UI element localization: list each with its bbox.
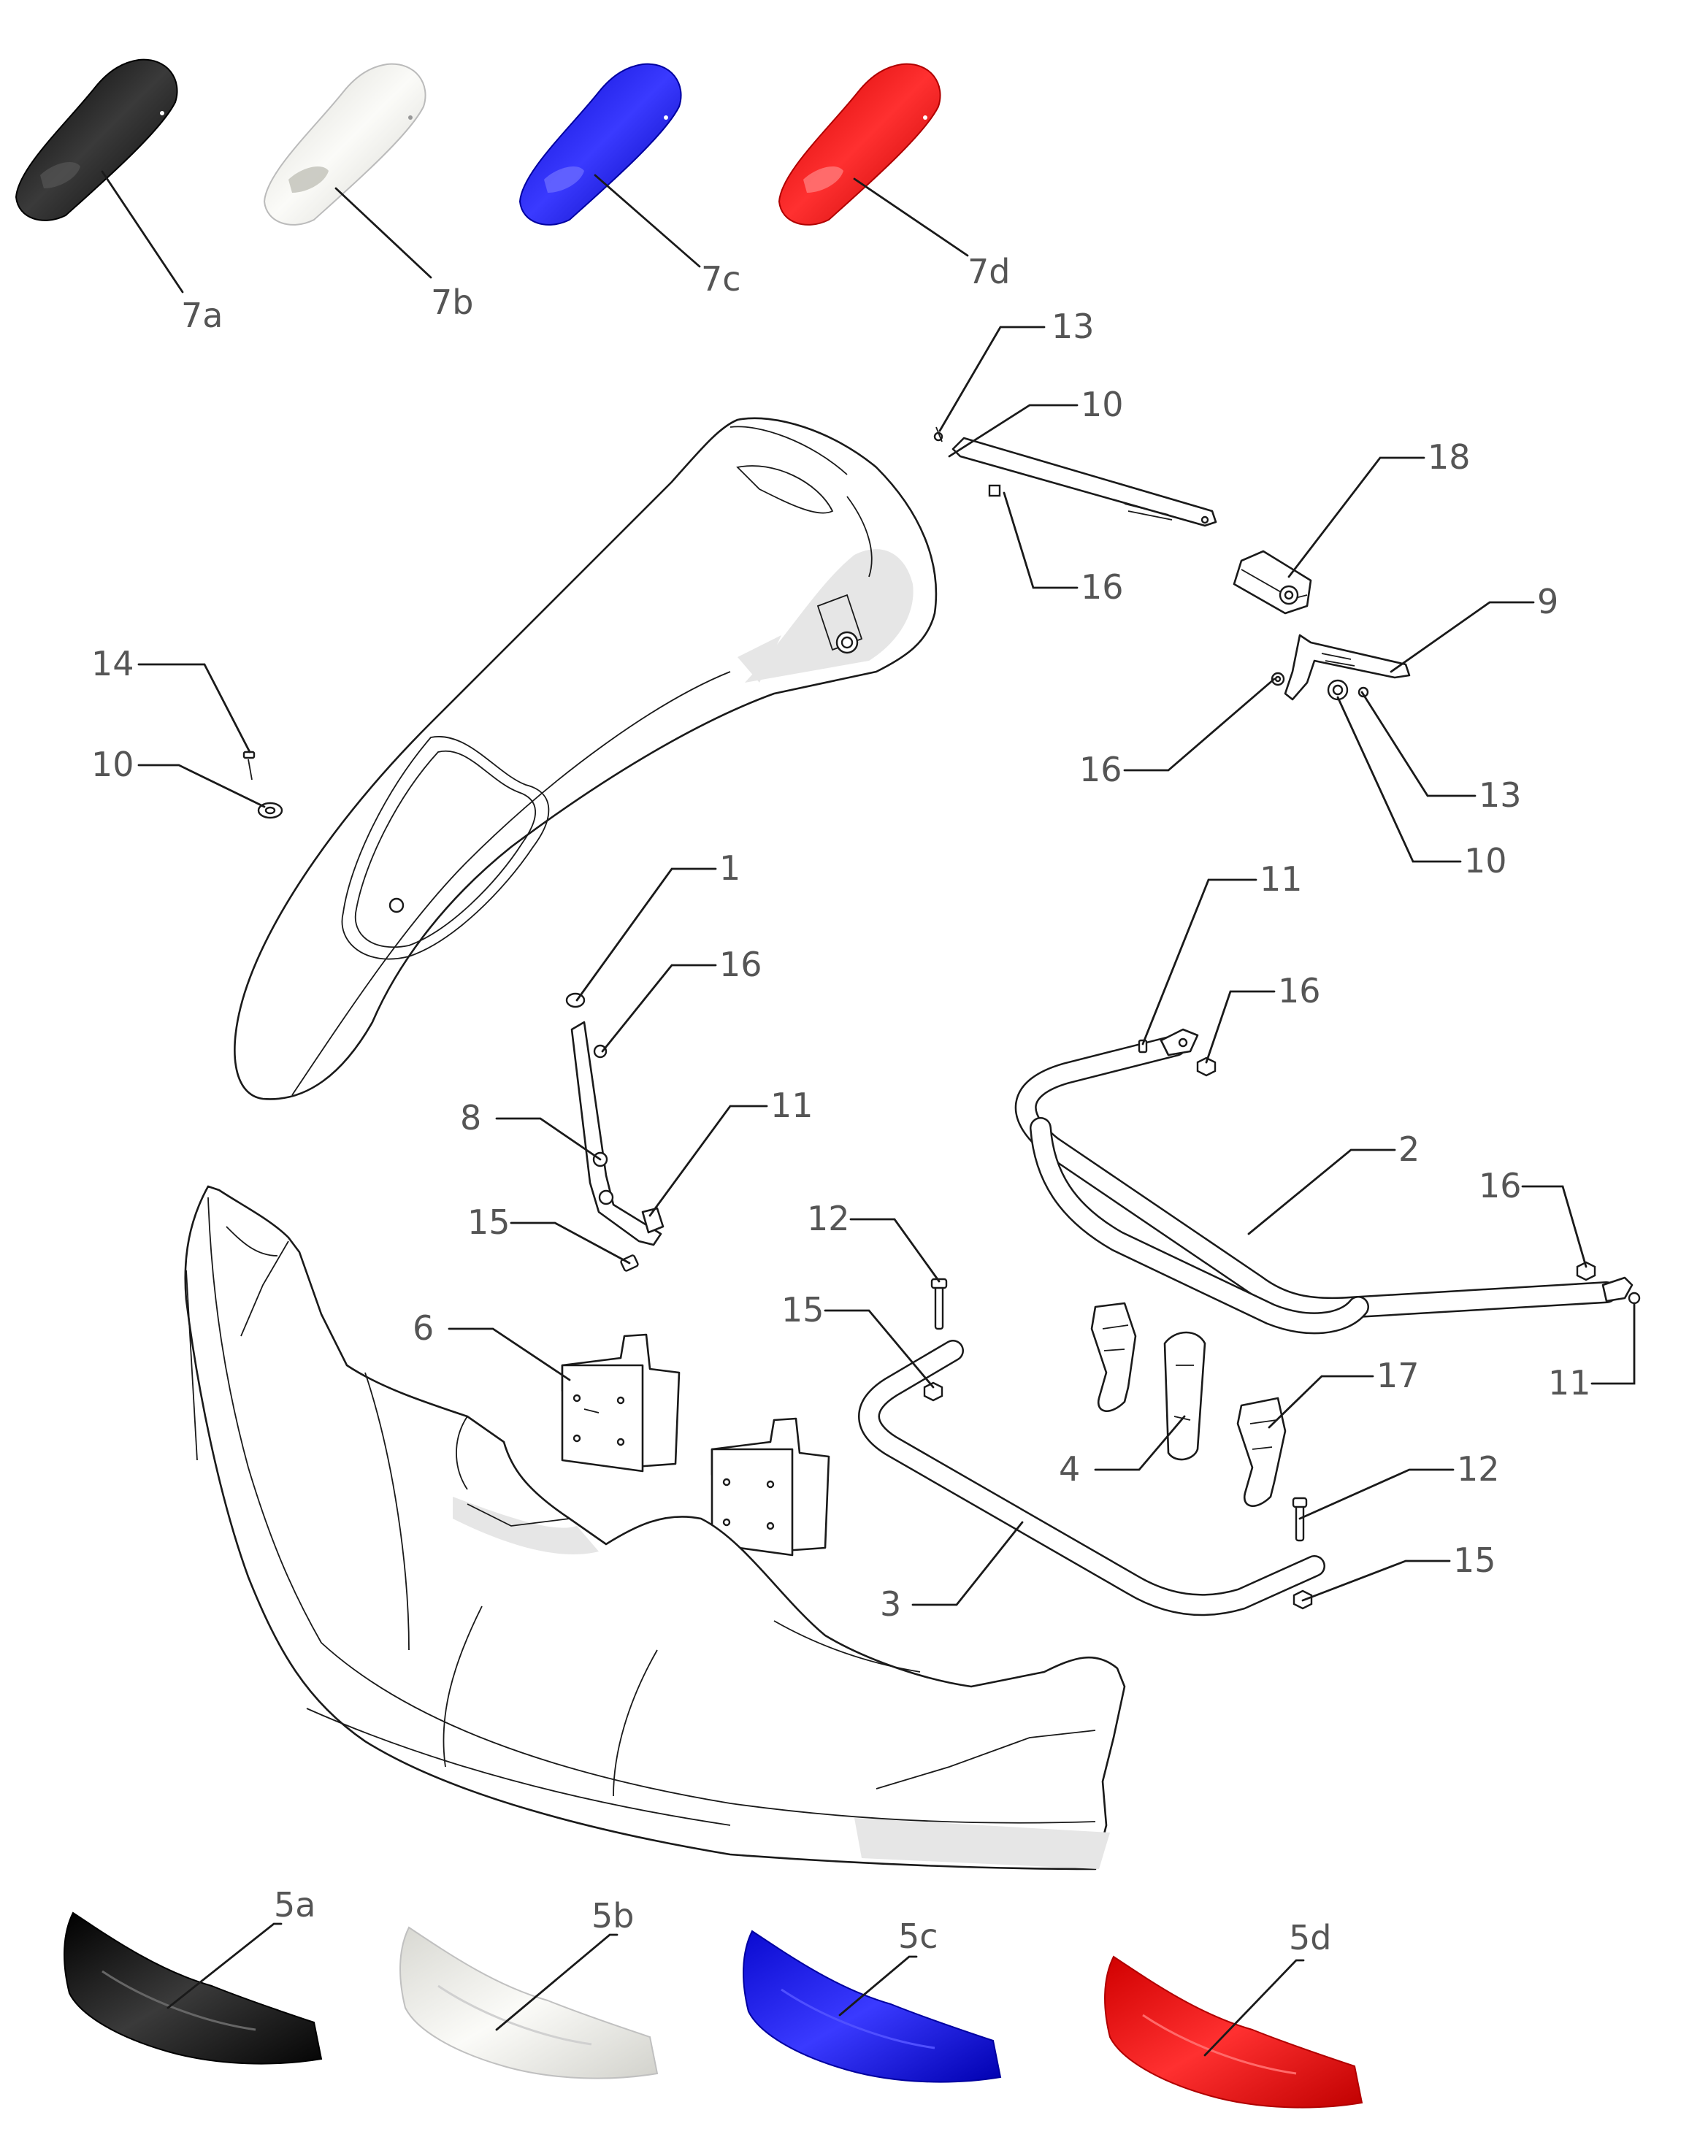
leader-5b — [495, 1933, 619, 2031]
label-9: 9 — [1537, 582, 1558, 621]
spoiler-variant-blue — [743, 1930, 1002, 2083]
label-15-bar: 15 — [781, 1290, 824, 1330]
rear-bracket-13-10-16 — [933, 426, 1217, 527]
label-4: 4 — [1059, 1449, 1080, 1489]
label-5d: 5d — [1289, 1918, 1331, 1957]
label-8: 8 — [460, 1098, 481, 1138]
clamp-block-6 — [561, 1333, 830, 1557]
label-5b: 5b — [591, 1896, 634, 1936]
leader-5c — [838, 1955, 918, 2017]
leader-7b — [334, 187, 432, 279]
label-18: 18 — [1428, 437, 1471, 477]
label-12-low: 12 — [1457, 1449, 1500, 1489]
label-11-top: 11 — [1260, 859, 1303, 899]
leader-5a — [166, 1922, 283, 2009]
label-17: 17 — [1376, 1356, 1420, 1395]
leader-5d — [1203, 1959, 1305, 2057]
spoiler-variant-red — [1104, 1955, 1363, 2109]
label-7b: 7b — [431, 283, 473, 322]
main-nose-spoiler — [184, 1185, 1126, 1871]
label-12-top: 12 — [807, 1199, 850, 1238]
label-13-top: 13 — [1052, 307, 1095, 346]
label-15-low: 15 — [1453, 1541, 1496, 1580]
label-11-mid: 11 — [770, 1086, 813, 1125]
leader-7d — [853, 177, 969, 257]
label-16-bar-end: 16 — [1479, 1166, 1522, 1205]
label-15-mid: 15 — [467, 1202, 510, 1242]
fender-variant-red — [778, 63, 941, 226]
fender-variant-blue — [518, 63, 682, 226]
label-16-bar: 16 — [1278, 971, 1321, 1010]
label-14: 14 — [91, 644, 134, 683]
leader-7c — [594, 174, 701, 268]
rubber-mount-18 — [1233, 550, 1312, 615]
label-13-right: 13 — [1479, 775, 1522, 815]
label-2: 2 — [1398, 1129, 1420, 1169]
label-10-left: 10 — [91, 745, 134, 784]
tube-bar-2 — [1014, 1028, 1641, 1335]
label-16-top: 16 — [1081, 567, 1124, 607]
latch-set-4-17 — [1090, 1302, 1287, 1508]
label-7d: 7d — [968, 252, 1010, 291]
label-6: 6 — [413, 1308, 434, 1348]
label-11-bar-end: 11 — [1548, 1363, 1591, 1403]
fender-variant-white — [263, 63, 426, 226]
main-fender — [234, 417, 938, 1100]
callout-labels: 13 10 16 18 9 16 13 10 14 10 1 16 8 11 1… — [91, 307, 1591, 1624]
tube-bar-3 — [858, 1278, 1325, 1616]
label-5c: 5c — [898, 1917, 938, 1956]
label-16-mid: 16 — [719, 945, 762, 984]
fender-variant-black — [15, 58, 178, 221]
screw-14-washer-10 — [242, 751, 283, 819]
label-7a: 7a — [181, 296, 223, 335]
label-7c: 7c — [701, 259, 741, 299]
label-10-right: 10 — [1464, 841, 1507, 881]
label-1: 1 — [719, 848, 740, 888]
label-3: 3 — [880, 1584, 901, 1624]
callout-leaders — [137, 326, 1636, 1606]
bracket-9 — [1271, 634, 1411, 701]
label-10-top: 10 — [1081, 385, 1124, 424]
label-5a: 5a — [274, 1885, 315, 1925]
leader-7a — [101, 170, 184, 294]
label-16-right: 16 — [1079, 750, 1122, 789]
